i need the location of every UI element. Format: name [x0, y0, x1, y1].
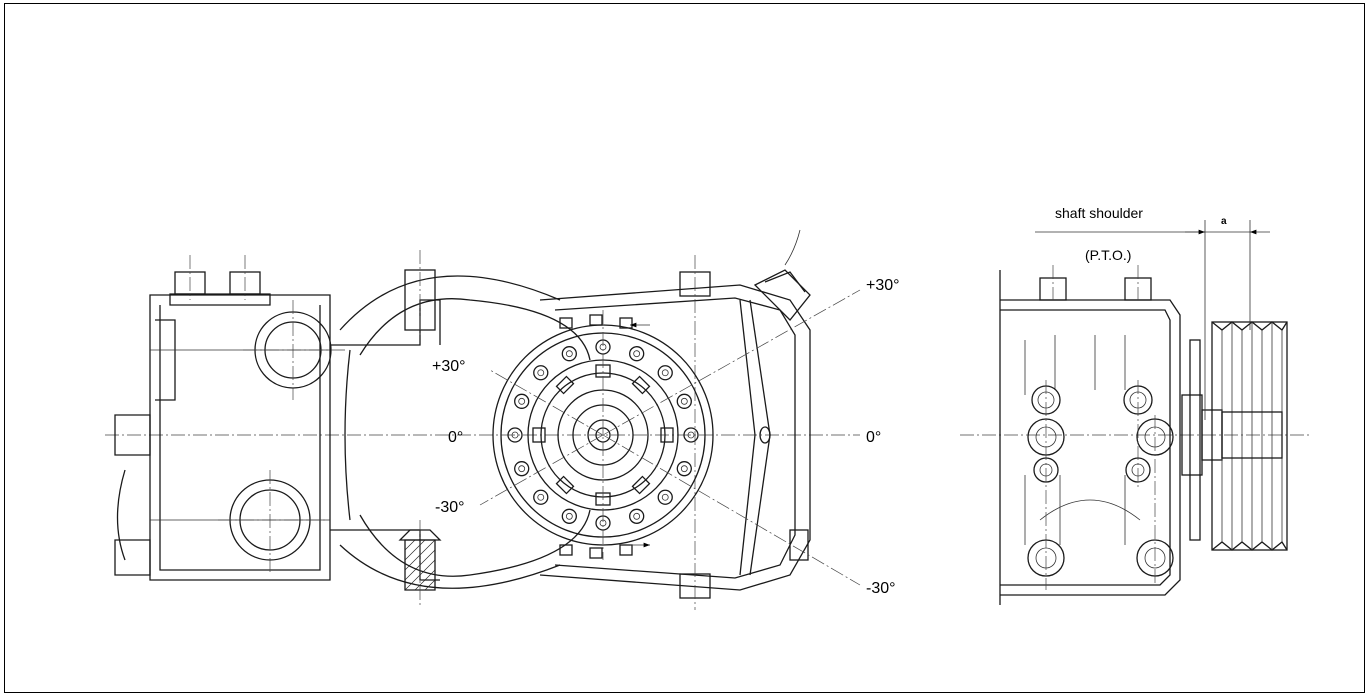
pto-label: (P.T.O.) [1085, 247, 1131, 263]
flange-bolt [676, 461, 692, 477]
side-bolts [1027, 380, 1174, 590]
flange-bolt [561, 508, 577, 524]
flange-bolt-hole [633, 512, 641, 520]
angle-minus30-right-label: -30° [866, 580, 896, 597]
flange-bolt-hole [661, 369, 669, 377]
flange-bolt-hole [680, 465, 688, 473]
flange-bolt-hole [511, 431, 519, 439]
flange-bolt-hole [661, 493, 669, 501]
flange-bolt-hole [518, 397, 526, 405]
flange-bolt-hole [680, 397, 688, 405]
flange-bolt [657, 489, 673, 505]
angle-zero-right-label: 0° [866, 429, 881, 446]
flange-bolt [514, 393, 530, 409]
angle-plus30-right-label: +30° [866, 277, 900, 294]
angle-zero-left-label: 0° [448, 429, 463, 446]
flange-bolt-hole [537, 369, 545, 377]
drawing-frame [4, 3, 1365, 693]
shaft-shoulder-label: shaft shoulder [1055, 205, 1143, 221]
angle-plus30-left-label: +30° [432, 358, 466, 375]
flange-bolt-hole [687, 431, 695, 439]
pump-side-view [960, 220, 1310, 605]
flange-bolt [561, 346, 577, 362]
flange-bolt [507, 427, 523, 443]
flange-bolt [629, 346, 645, 362]
flange-bolt [533, 365, 549, 381]
flange-bolt [514, 461, 530, 477]
pulley [1211, 321, 1288, 551]
flange-bolt-hole [565, 512, 573, 520]
flange-bolt [629, 508, 645, 524]
flange-bolt [533, 489, 549, 505]
flange-bolt-hole [537, 493, 545, 501]
flange-bolt [657, 365, 673, 381]
drain-plug-section [398, 520, 442, 605]
flange-bolt [676, 393, 692, 409]
flange-bolt [683, 427, 699, 443]
dimension-a-label: a [1221, 216, 1227, 227]
flange-bolt-hole [633, 350, 641, 358]
flange-bolt-hole [565, 350, 573, 358]
rotation-flange [492, 310, 714, 560]
pump-front-view [105, 229, 861, 610]
angle-minus30-left-label: -30° [435, 499, 465, 516]
flange-bolt-hole [518, 465, 526, 473]
